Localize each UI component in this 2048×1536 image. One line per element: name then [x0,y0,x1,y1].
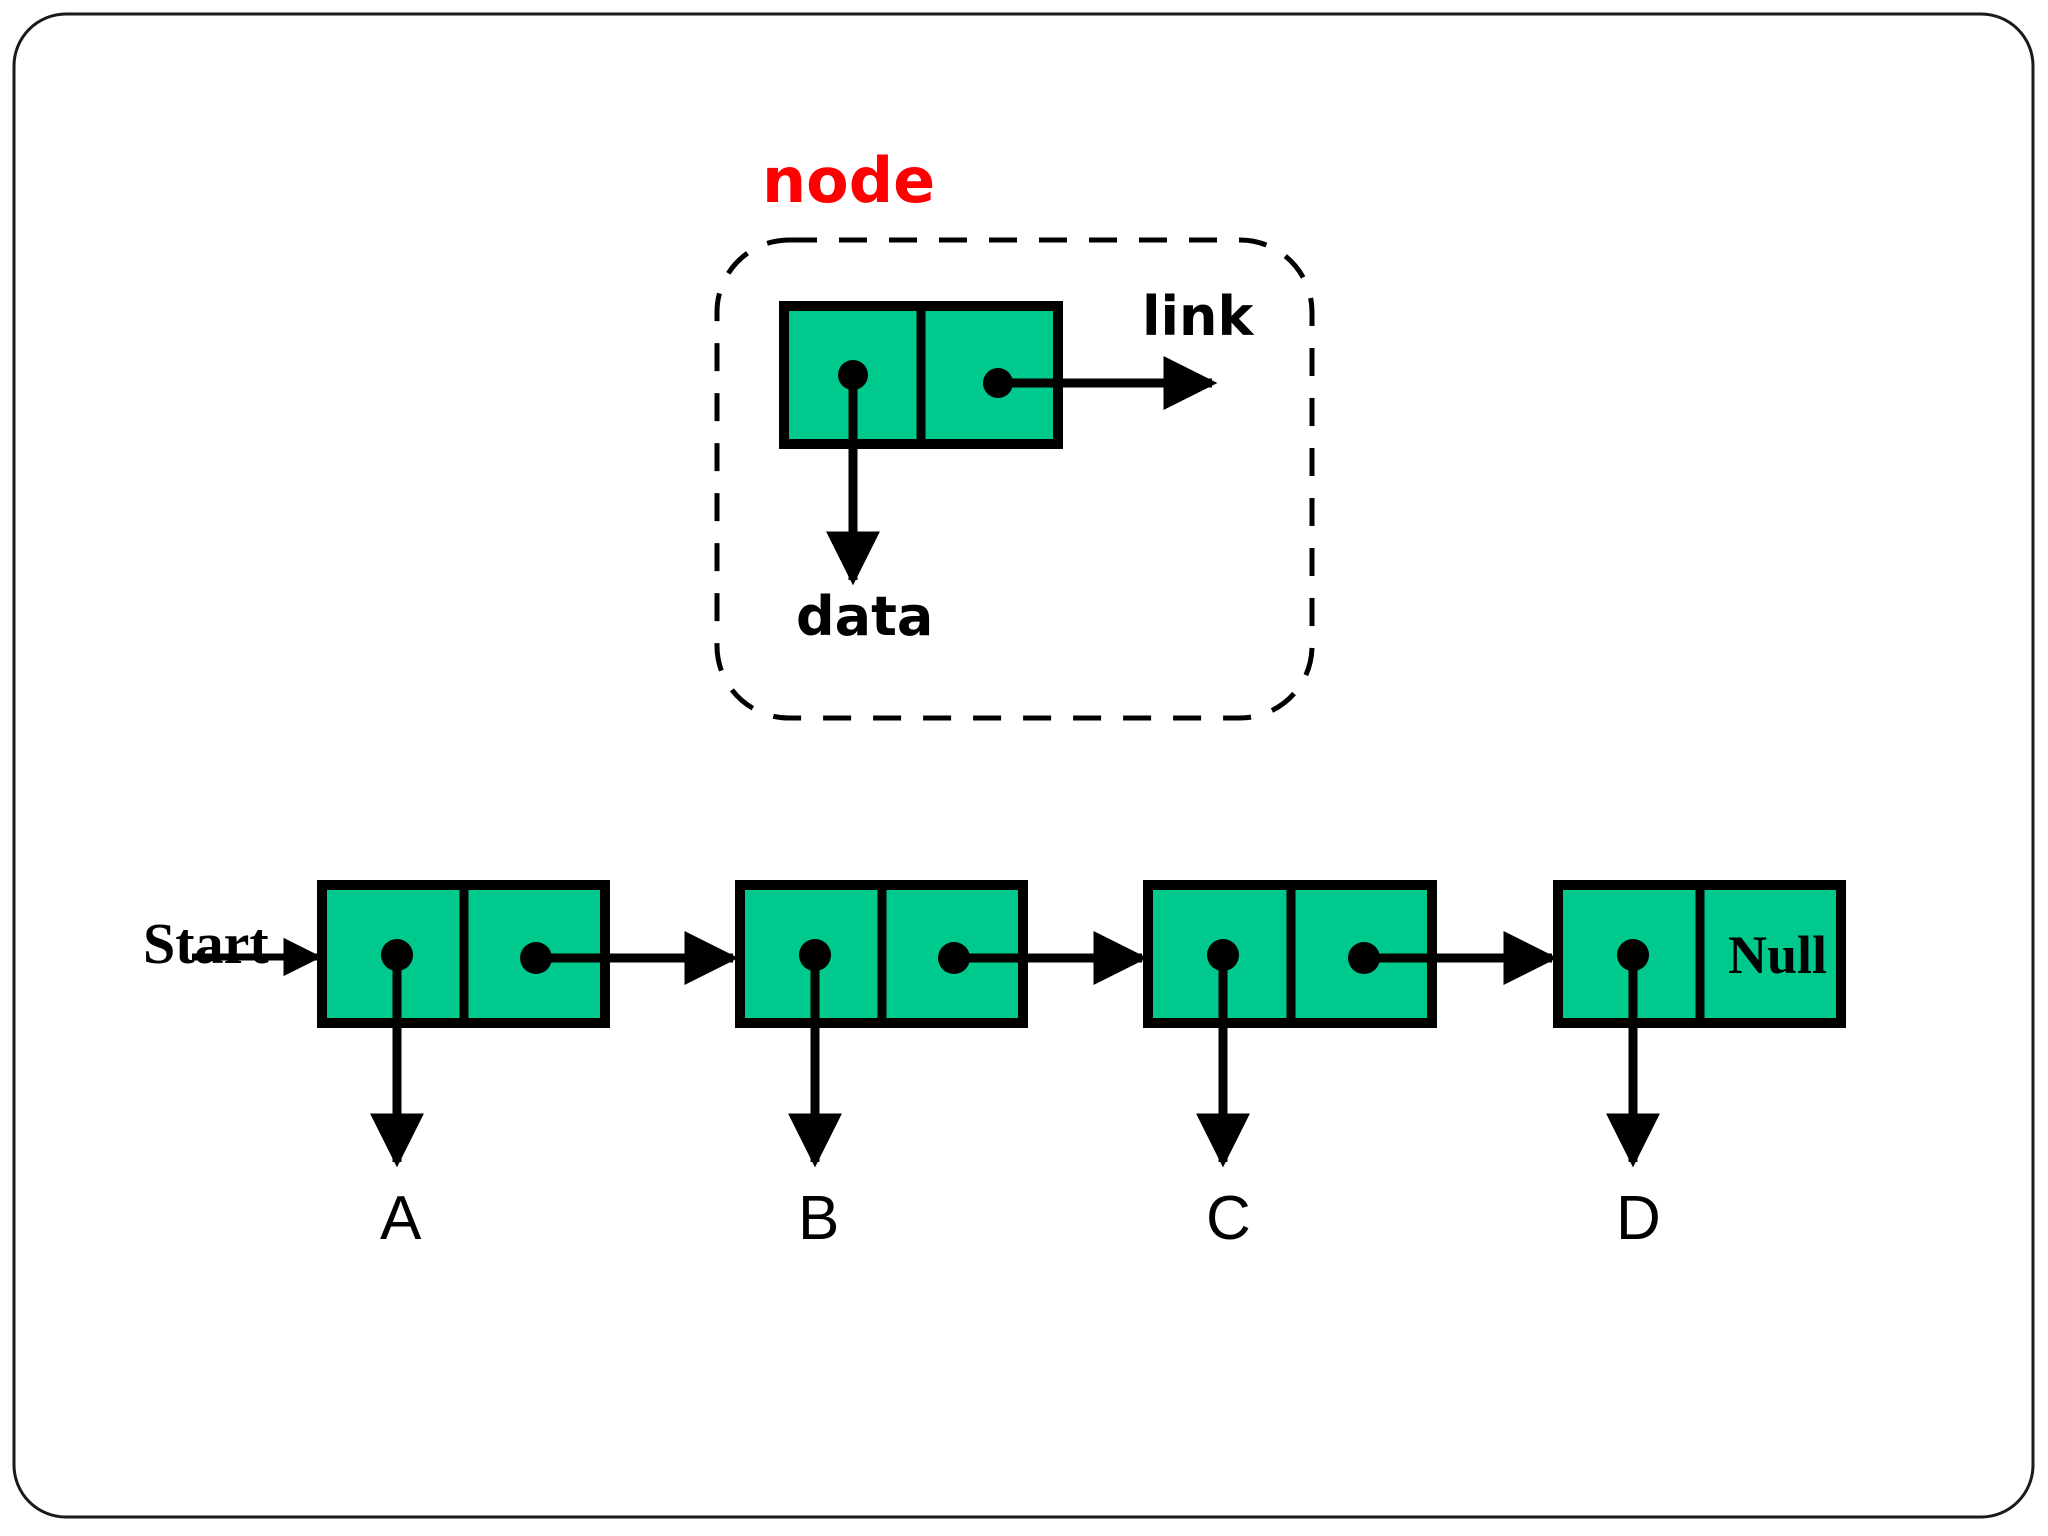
pointer-dot-icon [938,942,970,974]
node-d-value: D [1616,1184,1661,1253]
list-node-a [317,880,739,1168]
node-b-value: B [798,1184,840,1253]
pointer-dot-icon [799,939,831,971]
pointer-dot-icon [520,942,552,974]
null-terminator-label: Null [1728,925,1828,985]
slide-border [12,12,2035,1519]
data-label: data [796,585,934,648]
link-label: link [1142,285,1254,348]
list-node-b [735,880,1148,1168]
anatomy-link-pointer [983,356,1218,410]
anatomy-data-pointer [826,360,880,586]
dashed-group-box-icon [714,237,1315,721]
node-c-value: C [1206,1184,1251,1253]
pointer-dot-icon [838,360,868,390]
pointer-dot-icon [1617,939,1649,971]
node-a-value: A [380,1184,422,1253]
start-label: Start [143,911,269,976]
pointer-dot-icon [983,368,1013,398]
pointer-dot-icon [1348,942,1380,974]
list-node-d [1553,880,1846,1168]
node-group-label: node [762,144,936,217]
anatomy-node-box [779,301,1063,449]
list-node-c [1143,880,1558,1168]
pointer-dot-icon [381,939,413,971]
pointer-dot-icon [1207,939,1239,971]
